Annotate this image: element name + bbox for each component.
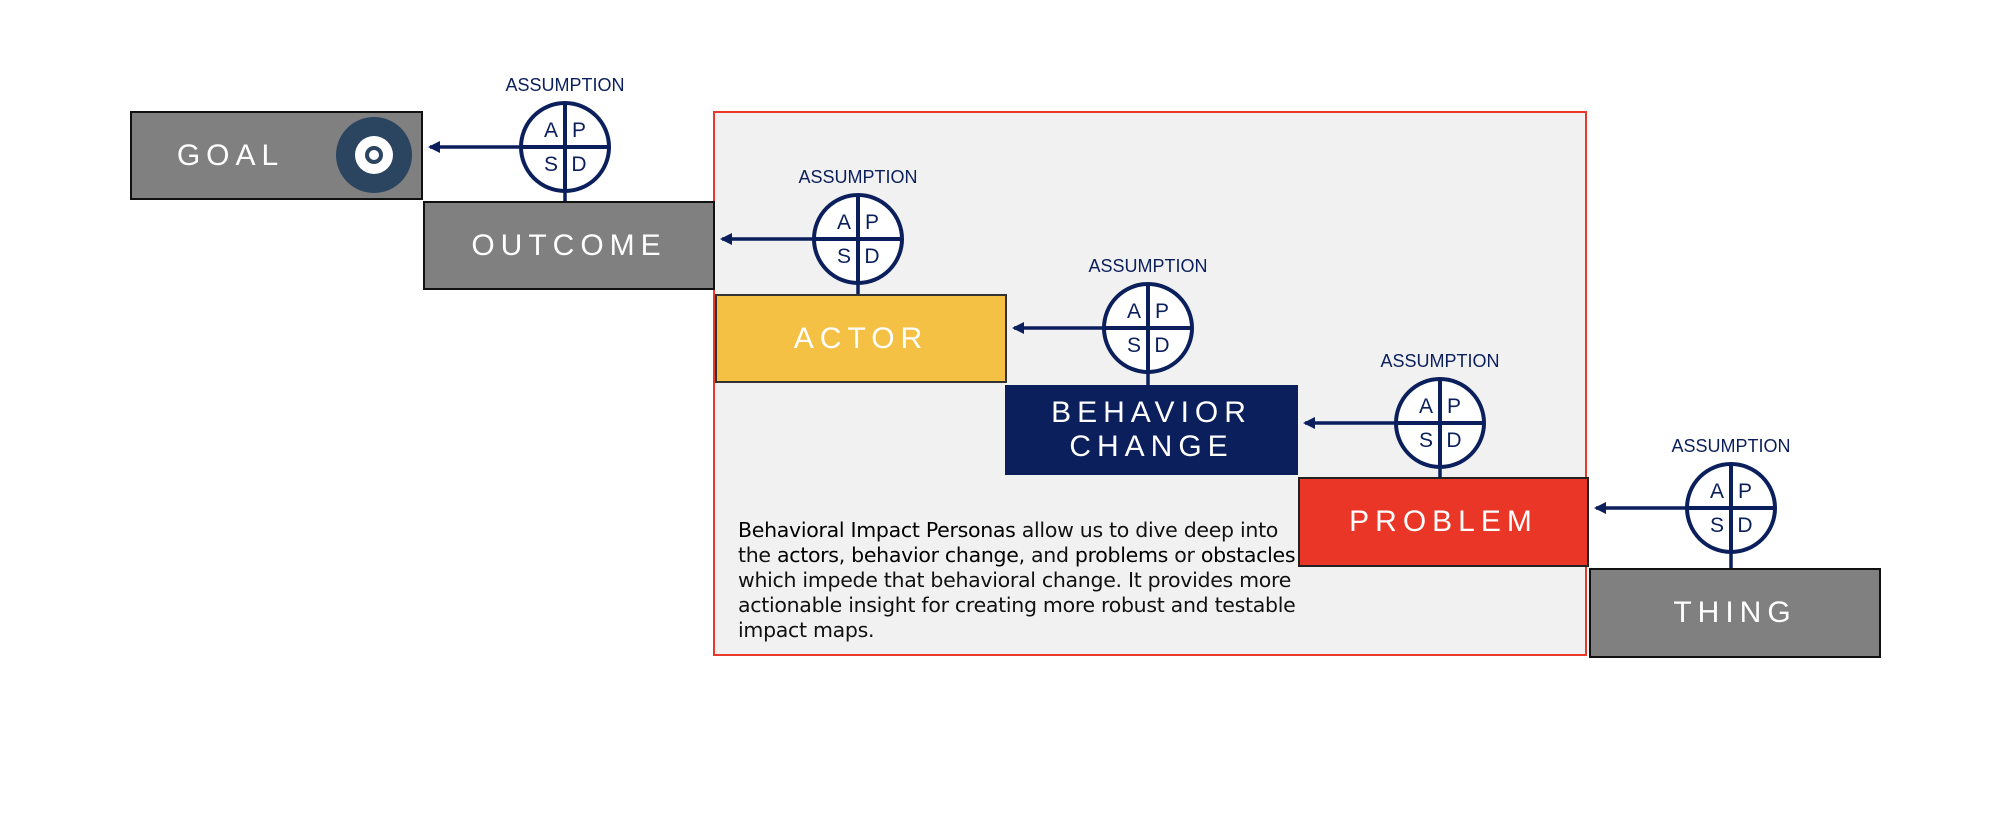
note-bold-problems: problems (1074, 543, 1169, 567)
problem-box: PROBLEM (1298, 477, 1589, 567)
note-text-1: allow us to dive deep into the (738, 518, 1279, 567)
quadrant-p: P (865, 211, 879, 234)
quadrant-d: D (1446, 429, 1461, 452)
assumption-label: ASSUMPTION (798, 167, 917, 187)
quadrant-p: P (1738, 480, 1752, 503)
quadrant-a: A (837, 211, 851, 234)
quadrant-a: A (1127, 300, 1141, 323)
quadrant-s: S (1127, 334, 1141, 357)
actor-label: ACTOR (793, 321, 929, 355)
quadrant-d: D (1154, 334, 1169, 357)
description-text: Behavioral Impact Personas allow us to d… (738, 518, 1298, 643)
quadrant-p: P (1447, 395, 1461, 418)
quadrant-a: A (1710, 480, 1724, 503)
note-text-5: which impede that behavioral change. It … (738, 568, 1296, 642)
outcome-label: OUTCOME (471, 228, 667, 262)
note-text-2: , (838, 543, 852, 567)
actor-box: ACTOR (715, 294, 1007, 383)
quadrant-a: A (1419, 395, 1433, 418)
note-bold-behavior-change: behavior change (851, 543, 1019, 567)
note-text-3: , and (1018, 543, 1075, 567)
target-icon (336, 117, 412, 193)
behavior-change-label-line1: BEHAVIOR (1051, 396, 1252, 429)
thing-box: THING (1589, 568, 1881, 658)
goal-label: GOAL (176, 138, 285, 172)
quadrant-d: D (1737, 514, 1752, 537)
behavior-change-label-line2: CHANGE (1069, 430, 1234, 463)
quadrant-a: A (544, 119, 558, 142)
quadrant-s: S (837, 245, 851, 268)
behavior-change-box: BEHAVIOR CHANGE (1005, 385, 1298, 475)
thing-label: THING (1673, 596, 1797, 629)
quadrant-d: D (571, 153, 586, 176)
assumption-label: ASSUMPTION (505, 75, 624, 95)
quadrant-d: D (864, 245, 879, 268)
note-bold-personas: Behavioral Impact Personas (738, 518, 1016, 542)
quadrant-p: P (572, 119, 586, 142)
quadrant-s: S (544, 153, 558, 176)
assumption-label: ASSUMPTION (1380, 351, 1499, 371)
quadrant-p: P (1155, 300, 1169, 323)
problem-label: PROBLEM (1349, 505, 1538, 538)
quadrant-s: S (1419, 429, 1433, 452)
outcome-box: OUTCOME (423, 201, 715, 290)
quadrant-s: S (1710, 514, 1724, 537)
assumption-label: ASSUMPTION (1088, 256, 1207, 276)
assumption-label: ASSUMPTION (1671, 436, 1790, 456)
note-text-4: or (1168, 543, 1201, 567)
note-bold-obstacles: obstacles (1200, 543, 1296, 567)
note-bold-actors: actors (776, 543, 839, 567)
